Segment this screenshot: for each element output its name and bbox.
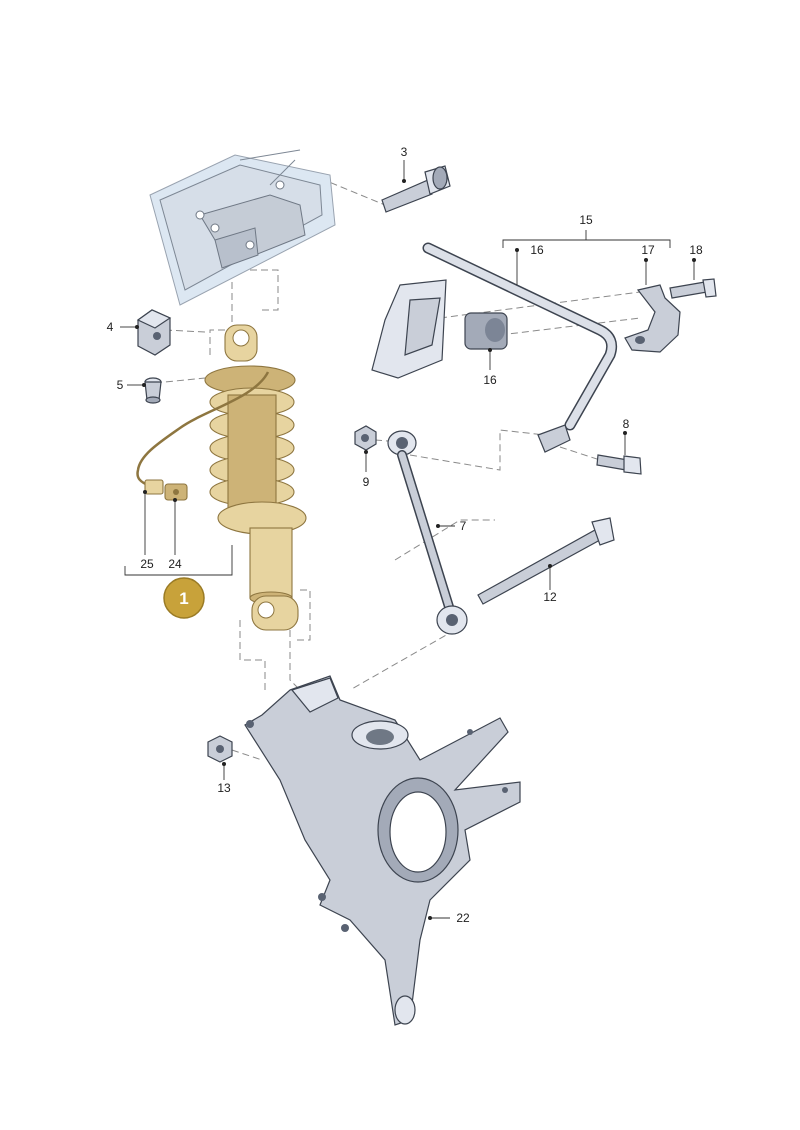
callout-badge (163, 577, 205, 619)
label-16-bushing: 16 (483, 373, 497, 387)
part-24-25-sensor-wire (136, 371, 270, 501)
part-1-shock-absorber (204, 324, 307, 631)
part-18-bolt (669, 278, 717, 299)
label-8: 8 (623, 417, 630, 431)
part-16-bushing (464, 312, 508, 350)
label-9: 9 (363, 475, 370, 489)
label-17: 17 (641, 243, 655, 257)
main-part-callout: 1 (163, 577, 205, 619)
part-5-clip (144, 377, 162, 404)
label-22: 22 (456, 911, 470, 925)
label-3: 3 (401, 145, 408, 159)
label-7: 7 (460, 519, 467, 533)
label-15: 15 (579, 213, 593, 227)
part-4-square-nut (136, 309, 172, 356)
label-18: 18 (689, 243, 703, 257)
callout-number: 1 (179, 589, 188, 608)
label-24: 24 (168, 557, 182, 571)
part-16-stabilizer-mount-bracket (371, 279, 447, 379)
label-16-top: 16 (530, 243, 544, 257)
label-5: 5 (117, 378, 124, 392)
part-9-nut (354, 425, 377, 451)
label-4: 4 (107, 320, 114, 334)
part-13-nut (207, 735, 233, 763)
part-16-stabilizer-bar (422, 242, 618, 453)
label-25: 25 (140, 557, 154, 571)
part-17-clamp (624, 284, 681, 353)
label-12: 12 (543, 590, 557, 604)
part-3-bolt (381, 165, 451, 213)
part-22-wheel-carrier (244, 675, 521, 1026)
leader-lines (120, 160, 696, 920)
part-8-bolt (596, 454, 642, 475)
body-mount-frame (149, 149, 336, 306)
part-labels: 3 4 5 15 16 17 18 16 8 9 7 12 25 24 13 2… (107, 145, 703, 925)
label-13: 13 (217, 781, 231, 795)
assembly-dashed-lines (154, 169, 641, 761)
part-7-link-rod (387, 430, 468, 635)
part-12-long-bolt (477, 517, 615, 605)
